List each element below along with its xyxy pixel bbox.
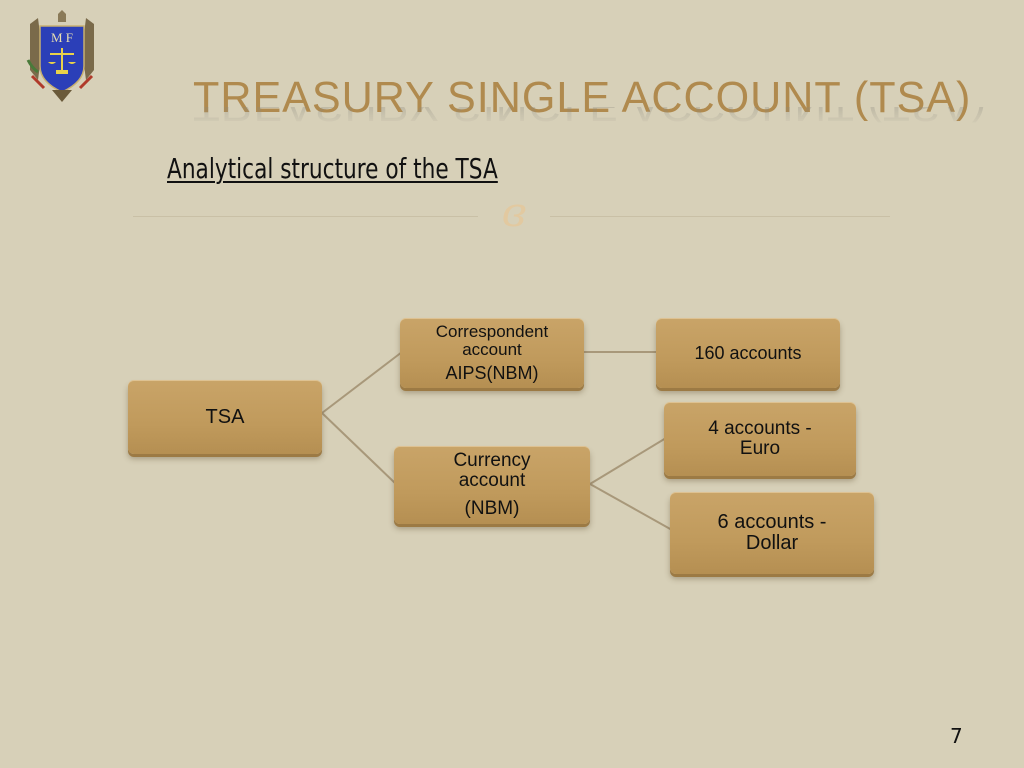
node-dollar-accounts: 6 accounts - Dollar [670, 492, 874, 574]
logo-initials: M F [51, 30, 73, 45]
subtitle: Analytical structure of the TSA [167, 152, 498, 185]
edge-root-currency [321, 412, 397, 485]
edge-currency-dollar [589, 483, 673, 531]
node-correspondent-account: Correspondent account AIPS(NBM) [400, 318, 584, 388]
node-label: TSA [205, 405, 245, 428]
edge-root-correspondent [321, 351, 403, 414]
page-number: 7 [950, 724, 963, 748]
node-currency-account: Currency account (NBM) [394, 446, 590, 524]
title-text: TREASURY SINGLE ACCOUNT (TSA) [193, 73, 972, 122]
edge-currency-euro [589, 437, 667, 485]
node-tsa: TSA [128, 380, 322, 454]
node-euro-accounts: 4 accounts - Euro [664, 402, 856, 476]
coat-of-arms-icon: M F [26, 10, 94, 102]
node-160-accounts: 160 accounts [656, 318, 840, 388]
slide-title: TREASURY SINGLE ACCOUNT (TSA) TREASURY S… [193, 73, 987, 128]
ornament-icon: ɞ [478, 188, 550, 238]
